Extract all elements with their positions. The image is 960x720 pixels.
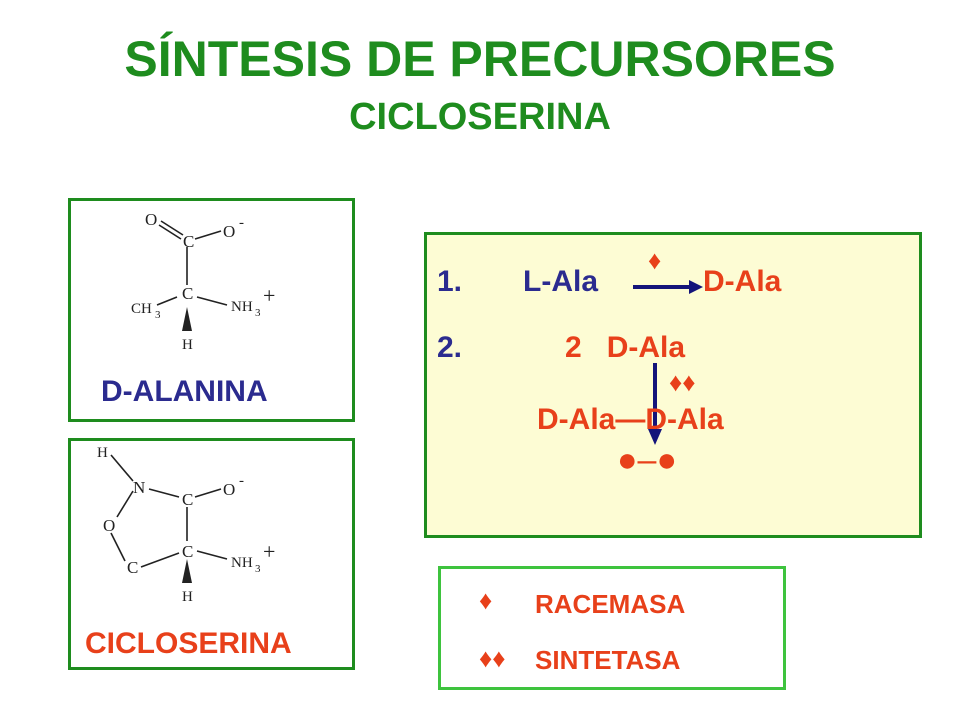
step1-reactant: L-Ala (523, 265, 598, 298)
alanine-ch3-sub: 3 (155, 309, 161, 321)
reaction-panel: 1. L-Ala ♦ D-Ala 2. 2 D-Ala ♦♦ D-Ala—D-A… (424, 232, 922, 538)
step2-product: D-Ala—D-Ala (537, 403, 724, 436)
alanine-atom-o-minus: O (223, 222, 235, 241)
alanine-ch3: CH (131, 301, 152, 317)
alanine-nh3: NH (231, 299, 253, 315)
cycloserine-nh3: NH (231, 555, 253, 571)
alanine-nh3-plus: + (263, 283, 275, 308)
legend-racemase-symbol: ♦ (479, 585, 493, 615)
cycloserine-nh3-plus: + (263, 539, 275, 564)
cycloserine-atom-c-alpha: C (182, 542, 193, 561)
alanine-minus-sign: - (239, 215, 244, 231)
alanine-nh3-sub: 3 (255, 307, 261, 319)
legend-racemase-label: RACEMASA (535, 589, 686, 619)
alanine-atom-c-alpha: C (182, 284, 193, 303)
cycloserine-atom-o-ring: O (103, 516, 115, 535)
alanine-structure: O C O - C CH 3 NH 3 + H (131, 210, 275, 353)
cycloserine-minus-sign: - (239, 473, 244, 489)
cycloserine-atom-h-n: H (97, 445, 108, 461)
alanine-box: O C O - C CH 3 NH 3 + H D-ALANINA (68, 198, 355, 422)
step1-number: 1. (437, 265, 463, 298)
legend-synthetase-label: SINTETASA (535, 645, 681, 675)
alanine-atom-c-carboxyl: C (183, 232, 194, 251)
cycloserine-structure: H N O C C O - C NH 3 + H (97, 445, 275, 605)
cycloserine-atom-c-ring: C (127, 558, 138, 577)
cycloserine-nh3-sub: 3 (255, 563, 261, 575)
cycloserine-atom-h: H (182, 589, 193, 605)
cycloserine-box: H N O C C O - C NH 3 + H CICLOSERINA (68, 438, 355, 670)
step2-synthetase-symbol: ♦♦ (669, 367, 696, 397)
cycloserine-atom-o-minus: O (223, 480, 235, 499)
step1-product: D-Ala (703, 265, 782, 298)
cycloserine-atom-c-carboxyl: C (182, 490, 193, 509)
step2-number: 2. (437, 331, 463, 364)
dipeptide-symbol: ●–● (617, 441, 677, 479)
step2-arrow (648, 363, 662, 445)
page-subtitle: CICLOSERINA (349, 96, 611, 138)
cycloserine-atom-n: N (133, 478, 145, 497)
step2-reactant: 2 D-Ala (565, 331, 686, 364)
cycloserine-label: CICLOSERINA (85, 627, 292, 660)
alanine-atom-o-top: O (145, 210, 157, 229)
legend-synthetase-symbol: ♦♦ (479, 643, 506, 673)
legend-box: ♦ RACEMASA ♦♦ SINTETASA (438, 566, 786, 690)
page-title: SÍNTESIS DE PRECURSORES (124, 31, 836, 87)
alanine-atom-h: H (182, 337, 193, 353)
alanine-label: D-ALANINA (101, 375, 268, 408)
step1-arrow (633, 280, 703, 294)
step1-racemase-symbol: ♦ (648, 245, 662, 275)
